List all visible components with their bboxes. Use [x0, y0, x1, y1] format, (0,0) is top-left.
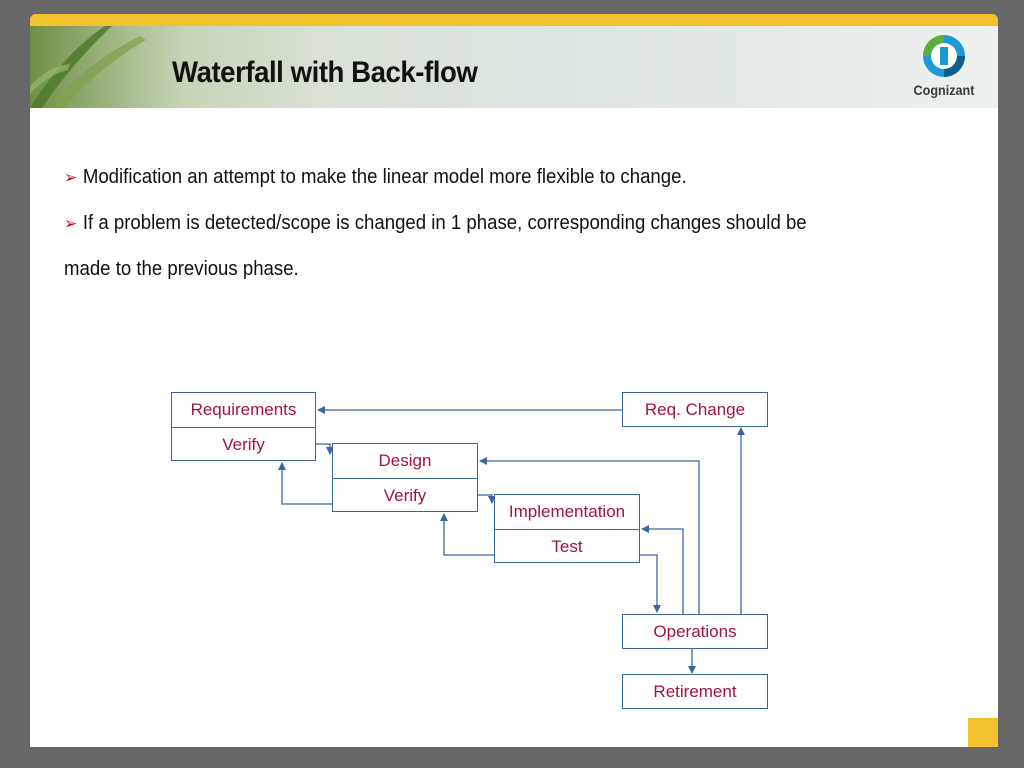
bullet-item: ➢If a problem is detected/scope is chang…	[64, 208, 901, 254]
bullet-text: If a problem is detected/scope is change…	[82, 212, 807, 234]
req-change-box: Req. Change	[622, 392, 768, 427]
top-accent-bar	[30, 14, 998, 26]
test-to-operations-arrow	[640, 554, 661, 613]
waterfall-connectors	[278, 406, 745, 674]
bullet-arrow-icon: ➢	[64, 168, 78, 187]
cognizant-logo: Cognizant	[904, 32, 984, 104]
header-banner	[30, 26, 998, 108]
requirements-verify-label: Verify	[172, 427, 315, 462]
bullet-arrow-icon: ➢	[64, 214, 78, 233]
design-box: Design Verify	[332, 443, 478, 512]
implementation-test-label: Test	[495, 529, 639, 564]
operations-to-implementation-arrow	[641, 525, 684, 614]
design-verify-to-implementation-arrow	[478, 494, 496, 504]
bullet-item-continuation: made to the previous phase.	[64, 254, 901, 300]
bullet-text: Modification an attempt to make the line…	[82, 166, 687, 188]
slide-title: Waterfall with Back-flow	[172, 56, 478, 89]
req-change-label: Req. Change	[644, 400, 746, 419]
requirements-label: Requirements	[190, 400, 297, 419]
slide: Waterfall with Back-flow Cognizant ➢Modi…	[30, 14, 998, 747]
retirement-box: Retirement	[622, 674, 768, 709]
bullet-item: ➢Modification an attempt to make the lin…	[64, 162, 901, 208]
design-label: Design	[378, 451, 432, 470]
operations-box: Operations	[622, 614, 768, 649]
design-verify-label: Verify	[333, 478, 477, 513]
implementation-test-back-arrow	[440, 513, 494, 556]
operations-to-design-arrow	[479, 457, 700, 614]
cognizant-logo-text: Cognizant	[913, 82, 975, 98]
operations-label: Operations	[653, 622, 737, 641]
implementation-box: Implementation Test	[494, 494, 640, 563]
requirements-box: Requirements Verify	[171, 392, 316, 461]
corner-accent	[968, 718, 998, 747]
grass-leaf-image	[30, 26, 146, 108]
retirement-label: Retirement	[653, 682, 737, 701]
bullet-list: ➢Modification an attempt to make the lin…	[64, 162, 901, 300]
design-verify-back-arrow	[278, 462, 332, 505]
implementation-label: Implementation	[508, 502, 626, 521]
cognizant-logo-icon	[923, 35, 965, 77]
requirements-verify-to-design-arrow	[316, 443, 334, 455]
bullet-text: made to the previous phase.	[64, 258, 299, 280]
